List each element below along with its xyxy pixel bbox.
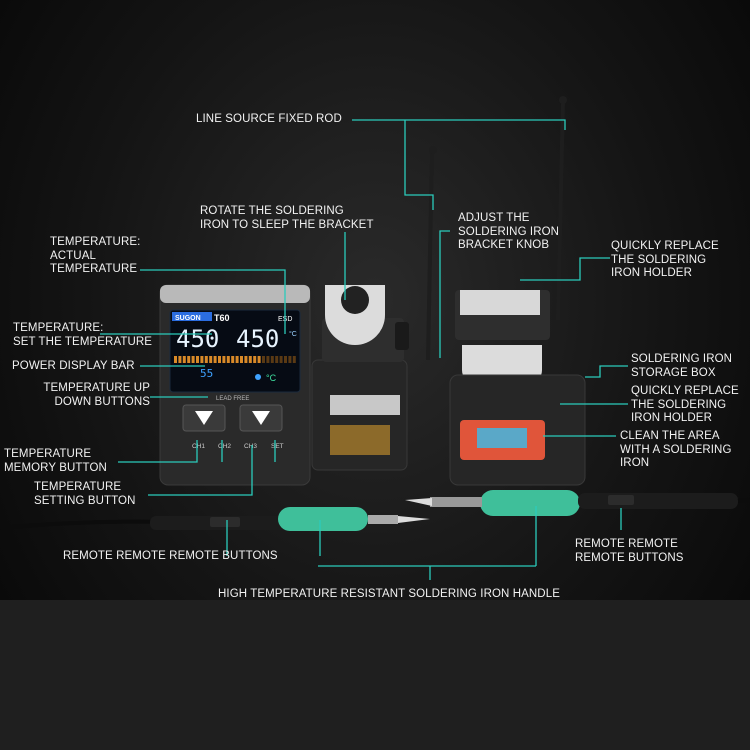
ch3-label: CH3 bbox=[244, 443, 257, 450]
power-bar-segment bbox=[266, 356, 270, 363]
right-iron-tip bbox=[405, 498, 432, 506]
power-bar-segment bbox=[257, 356, 261, 363]
power-bar-segment bbox=[182, 356, 186, 363]
power-bar-segment bbox=[262, 356, 265, 363]
right-tip-rack bbox=[460, 290, 540, 315]
label-adjust-knob: ADJUST THE SOLDERING IRON BRACKET KNOB bbox=[458, 212, 560, 251]
power-bar-segment bbox=[191, 356, 195, 363]
left-iron-tip bbox=[398, 516, 430, 523]
label-remote-buttons-right: REMOTE REMOTE REMOTE BUTTONS bbox=[575, 538, 684, 564]
right-iron-grip bbox=[480, 490, 580, 516]
right-fixed-rod bbox=[556, 99, 565, 321]
left-remote-buttons bbox=[210, 517, 240, 527]
power-bar-segment bbox=[240, 356, 243, 363]
brand-badge bbox=[172, 312, 212, 321]
power-bar-segment bbox=[204, 356, 208, 363]
power-bar-segment bbox=[218, 356, 221, 363]
label-remote-buttons-left: REMOTE REMOTE REMOTE BUTTONS bbox=[63, 550, 278, 562]
lcd-unit: °C bbox=[289, 330, 297, 338]
power-bar-segment bbox=[226, 356, 230, 363]
power-display-bar bbox=[174, 356, 296, 363]
power-bar-segment bbox=[209, 356, 213, 363]
lcd-actual-temperature: 450 bbox=[176, 325, 219, 353]
label-line-source-fixed-rod: LINE SOURCE FIXED ROD bbox=[196, 113, 342, 125]
power-bar-segment bbox=[275, 356, 279, 363]
left-iron-grip bbox=[278, 507, 368, 531]
power-bar-segment bbox=[200, 356, 204, 363]
ch2-label: CH2 bbox=[218, 443, 231, 450]
ch1-label: CH1 bbox=[192, 443, 205, 450]
set-label: SET bbox=[271, 443, 284, 450]
label-clean-area: CLEAN THE AREA WITH A SOLDERING IRON bbox=[620, 430, 732, 469]
power-bar-segment bbox=[231, 356, 235, 363]
power-bar-segment bbox=[292, 356, 296, 363]
right-remote-buttons bbox=[608, 495, 634, 505]
power-bar-segment bbox=[244, 356, 248, 363]
down-arrow-icon-2 bbox=[252, 411, 270, 425]
left-bracket-knob bbox=[395, 322, 409, 350]
power-bar-segment bbox=[248, 356, 252, 363]
lcd-set-temperature: 450 bbox=[236, 325, 279, 353]
label-actual-temperature: TEMPERATURE: ACTUAL TEMPERATURE bbox=[50, 236, 141, 275]
label-power-display-bar: POWER DISPLAY BAR bbox=[12, 360, 135, 372]
label-storage-box: SOLDERING IRON STORAGE BOX bbox=[631, 353, 733, 379]
table-surface bbox=[0, 600, 750, 750]
left-fixed-rod bbox=[426, 149, 434, 361]
label-rotate-bracket: ROTATE THE SOLDERING IRON TO SLEEP THE B… bbox=[200, 205, 374, 231]
right-iron-cord-sleeve bbox=[578, 493, 738, 509]
power-bar-segment bbox=[178, 356, 182, 363]
power-bar-segment bbox=[284, 356, 287, 363]
label-memory-button: TEMPERATURE MEMORY BUTTON bbox=[4, 448, 107, 474]
model-text: T60 bbox=[214, 313, 230, 323]
lcd-mid-readout: 55 bbox=[200, 367, 213, 380]
label-handle: HIGH TEMPERATURE RESISTANT SOLDERING IRO… bbox=[218, 588, 560, 600]
brand-text: SUGON bbox=[175, 315, 201, 322]
power-bar-segment bbox=[270, 356, 274, 363]
power-bar-segment bbox=[222, 356, 226, 363]
power-bar-segment bbox=[288, 356, 292, 363]
label-setting-button: TEMPERATURE SETTING BUTTON bbox=[34, 481, 136, 507]
power-bar-segment bbox=[253, 356, 257, 363]
down-arrow-icon bbox=[195, 411, 213, 425]
power-bar-segment bbox=[279, 356, 283, 363]
leader-lines bbox=[100, 119, 628, 580]
brass-wool bbox=[330, 425, 390, 455]
lead-free-text: LEAD FREE bbox=[216, 396, 249, 402]
tip-holder-rack bbox=[330, 395, 400, 415]
svg-text:°C: °C bbox=[266, 373, 277, 383]
lcd-screen bbox=[169, 309, 301, 393]
power-bar-segment bbox=[213, 356, 217, 363]
label-replace-holder-top: QUICKLY REPLACE THE SOLDERING IRON HOLDE… bbox=[611, 240, 719, 279]
label-set-temperature: TEMPERATURE: SET THE TEMPERATURE bbox=[13, 322, 153, 348]
power-bar-segment bbox=[235, 356, 239, 363]
power-bar-segment bbox=[196, 356, 199, 363]
label-up-down-buttons: TEMPERATURE UP DOWN BUTTONS bbox=[43, 382, 150, 408]
label-replace-holder-mid: QUICKLY REPLACE THE SOLDERING IRON HOLDE… bbox=[631, 385, 739, 424]
left-sleep-bracket bbox=[325, 285, 385, 345]
power-bar-segment bbox=[187, 356, 191, 363]
control-unit-top bbox=[160, 285, 310, 303]
power-bar-segment bbox=[174, 356, 177, 363]
